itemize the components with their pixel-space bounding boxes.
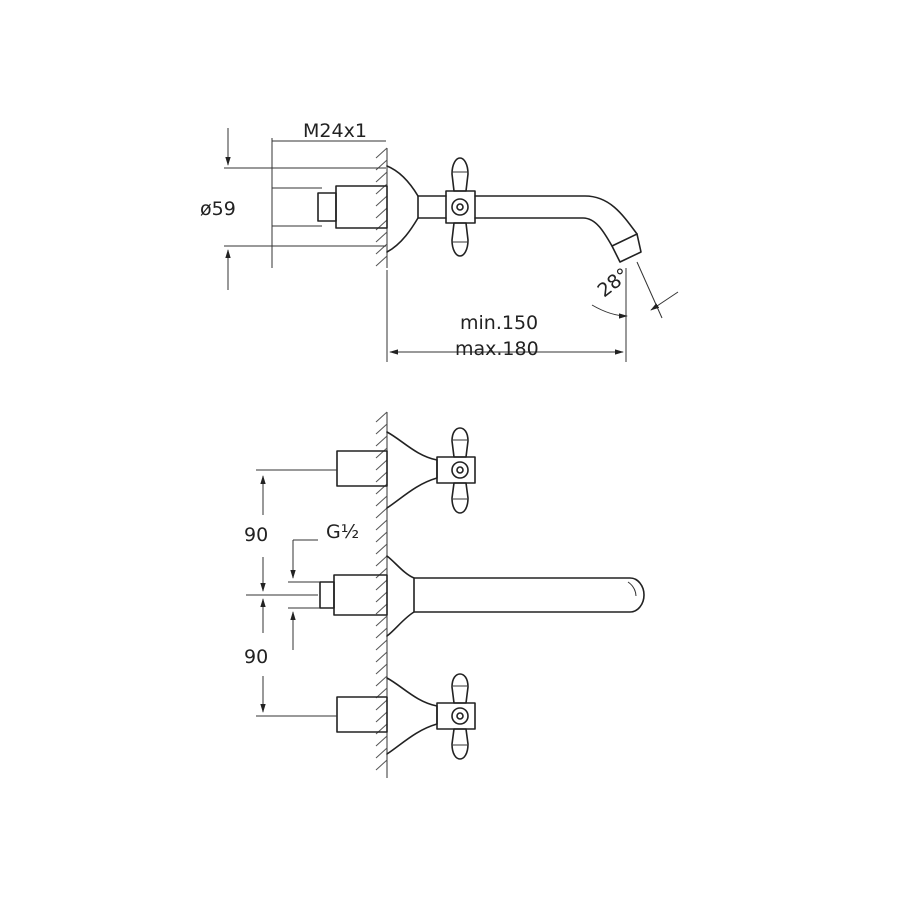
wall-front-view xyxy=(375,411,388,778)
diameter-label: ø59 xyxy=(200,198,236,220)
connection-label: G½ xyxy=(326,521,359,543)
angle-dimension: 28° xyxy=(591,261,679,319)
spout-side xyxy=(417,195,642,263)
diameter-dimension: ø59 xyxy=(200,128,322,290)
wall-side-view xyxy=(375,147,388,268)
escutcheon-side xyxy=(386,165,419,253)
projection-min-label: min.150 xyxy=(460,312,538,334)
spout-front xyxy=(319,555,645,637)
spacing-top-label: 90 xyxy=(244,524,268,546)
cross-handle-side xyxy=(445,157,476,257)
spacing-bottom-label: 90 xyxy=(244,646,268,668)
projection-dimension: min.150 max.180 xyxy=(386,268,627,362)
side-view: M24x1 ø59 28° min.150 max.180 xyxy=(200,120,679,362)
bottom-valve xyxy=(336,673,476,760)
thread-label: M24x1 xyxy=(303,120,367,142)
thread-dimension: M24x1 xyxy=(271,120,386,268)
angle-label: 28° xyxy=(594,264,634,302)
top-valve xyxy=(336,427,476,514)
projection-max-label: max.180 xyxy=(455,338,539,360)
connection-dimension: G½ xyxy=(288,521,359,650)
concealed-body-side xyxy=(317,185,388,229)
front-view: 90 90 G½ xyxy=(244,411,645,778)
spacing-dimension: 90 90 xyxy=(244,469,337,717)
